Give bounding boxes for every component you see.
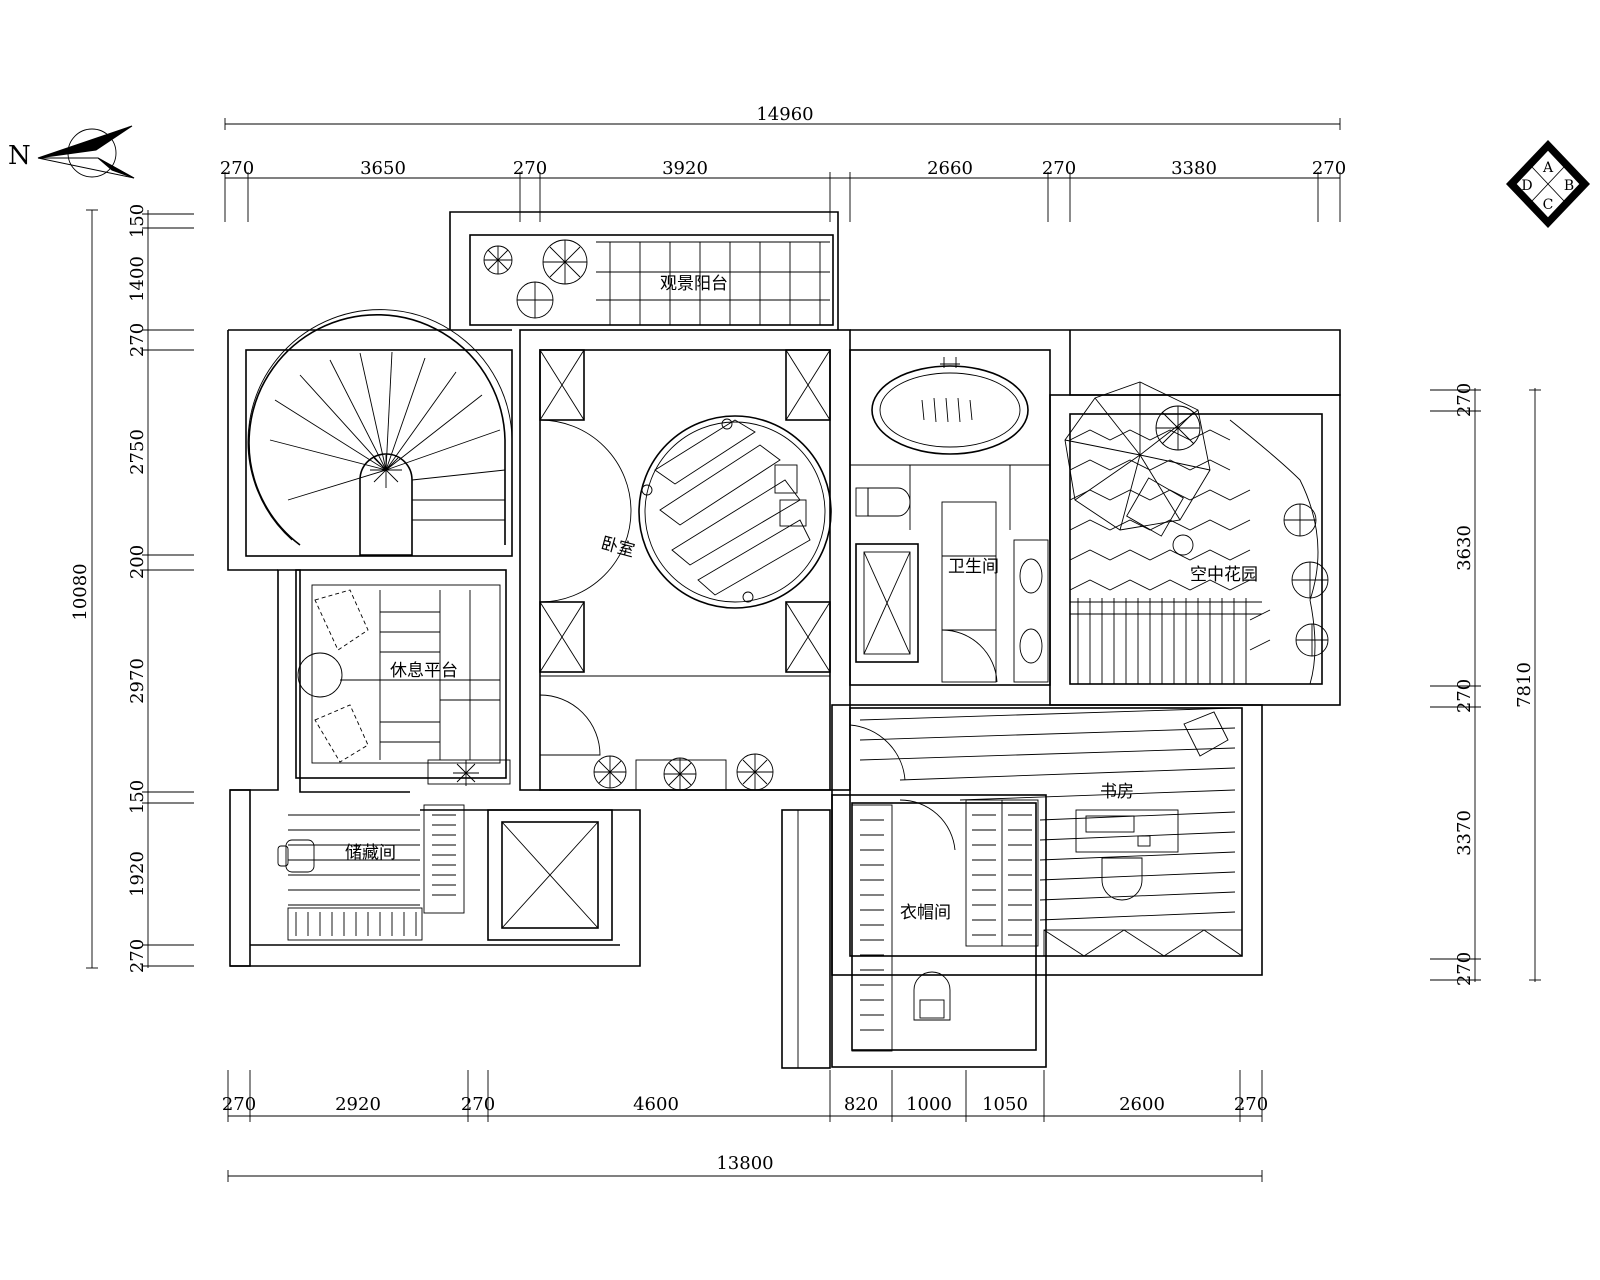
toilet-icon — [855, 487, 911, 517]
outer-walls — [227, 211, 1341, 1069]
room-label-balcony: 观景阳台 — [660, 274, 728, 294]
dimension-left: 10080 150 1400 270 2750 200 2970 150 192… — [70, 204, 194, 973]
umbrella-icon — [1064, 381, 1211, 556]
bedroom-floor: 卧室 — [539, 349, 832, 791]
lounge-chair-icon — [297, 589, 369, 763]
dim-top-0: 270 — [220, 158, 254, 179]
dim-top-total: 14960 — [756, 104, 813, 125]
dim-top-5: 270 — [1042, 158, 1076, 179]
dim-right-0: 270 — [1454, 383, 1475, 417]
bathroom-floor: 卫生间 — [850, 357, 1050, 683]
lounge-floor: 休息平台 — [295, 569, 511, 786]
dim-bottom-0: 270 — [222, 1094, 256, 1115]
dim-right-2: 270 — [1454, 679, 1475, 713]
stair-core-plant-icon — [370, 455, 402, 488]
dim-right-1: 3630 — [1454, 525, 1475, 571]
garden-floor: 空中花园 — [1064, 381, 1329, 685]
dim-bottom-3: 4600 — [633, 1094, 679, 1115]
storage-hangers — [423, 804, 465, 914]
dim-bottom-8: 270 — [1234, 1094, 1268, 1115]
lounge-plant-icon — [453, 760, 479, 786]
dim-top-4: 2660 — [927, 158, 973, 179]
room-label-bedroom: 卧室 — [599, 534, 637, 562]
study-floor: 书房 — [849, 707, 1243, 957]
room-label-bathroom: 卫生间 — [948, 557, 999, 577]
dim-bottom-5: 1000 — [906, 1094, 952, 1115]
dim-left-6: 150 — [127, 780, 148, 814]
north-label: N — [8, 141, 31, 171]
dim-bottom-4: 820 — [844, 1094, 878, 1115]
storage-floor: 储藏间 — [277, 804, 465, 941]
desk-icon — [1075, 809, 1179, 853]
room-label-closet: 衣帽间 — [900, 903, 951, 923]
dim-top-6: 3380 — [1171, 158, 1217, 179]
dim-top-7: 270 — [1312, 158, 1346, 179]
key-a: A — [1542, 160, 1554, 176]
dim-bottom-total: 13800 — [716, 1153, 773, 1174]
key-d: D — [1521, 178, 1532, 194]
plant-icon — [483, 239, 588, 319]
room-label-study: 书房 — [1100, 782, 1134, 802]
balcony-floor: 观景阳台 — [483, 239, 830, 325]
study-cabinet — [1043, 929, 1243, 957]
section-key-icon: A B C D — [1506, 140, 1590, 228]
dim-left-7: 1920 — [127, 851, 148, 897]
key-c: C — [1543, 197, 1554, 213]
dim-left-2: 270 — [127, 323, 148, 357]
closet-hangers-left — [851, 804, 893, 1052]
dimension-top: 14960 270 3650 270 3920 2660 270 3380 27… — [220, 104, 1346, 222]
dim-top-1: 3650 — [360, 158, 406, 179]
closet-floor: 衣帽间 — [851, 799, 1039, 1052]
room-label-storage: 储藏间 — [345, 843, 396, 863]
dim-left-3: 2750 — [127, 429, 148, 475]
dimension-right: 270 3630 270 3370 270 7810 — [1430, 383, 1541, 986]
armchair-icon — [1183, 711, 1229, 757]
spiral-staircase — [247, 309, 513, 556]
dim-bottom-6: 1050 — [982, 1094, 1028, 1115]
closet-chair-icon — [913, 971, 951, 1021]
dim-top-3: 3920 — [662, 158, 708, 179]
dim-right-4: 270 — [1454, 952, 1475, 986]
dim-right-total: 7810 — [1514, 662, 1535, 708]
office-chair-icon — [277, 839, 315, 873]
dim-right-3: 3370 — [1454, 810, 1475, 856]
desk-chair-icon — [1101, 857, 1143, 901]
garden-fence — [1070, 598, 1262, 684]
dim-bottom-1: 2920 — [335, 1094, 381, 1115]
dimension-bottom: 270 2920 270 4600 820 1000 1050 2600 270… — [222, 1070, 1268, 1182]
dim-left-1: 1400 — [127, 256, 148, 302]
room-label-garden: 空中花园 — [1190, 565, 1258, 585]
dim-left-total: 10080 — [70, 563, 91, 620]
dim-left-8: 270 — [127, 939, 148, 973]
closet-hangers-right — [965, 799, 1039, 947]
key-b: B — [1564, 178, 1574, 194]
dim-bottom-2: 270 — [461, 1094, 495, 1115]
dim-left-0: 150 — [127, 204, 148, 238]
potted-plant-icon — [593, 753, 774, 791]
dim-left-5: 2970 — [127, 658, 148, 704]
storage-shelf — [287, 907, 423, 941]
room-label-lounge: 休息平台 — [390, 661, 458, 681]
dim-bottom-7: 2600 — [1119, 1094, 1165, 1115]
dim-left-4: 200 — [127, 545, 148, 579]
north-arrow-icon: N — [8, 125, 135, 179]
garden-plants-icon — [1155, 405, 1329, 685]
dim-top-2: 270 — [513, 158, 547, 179]
